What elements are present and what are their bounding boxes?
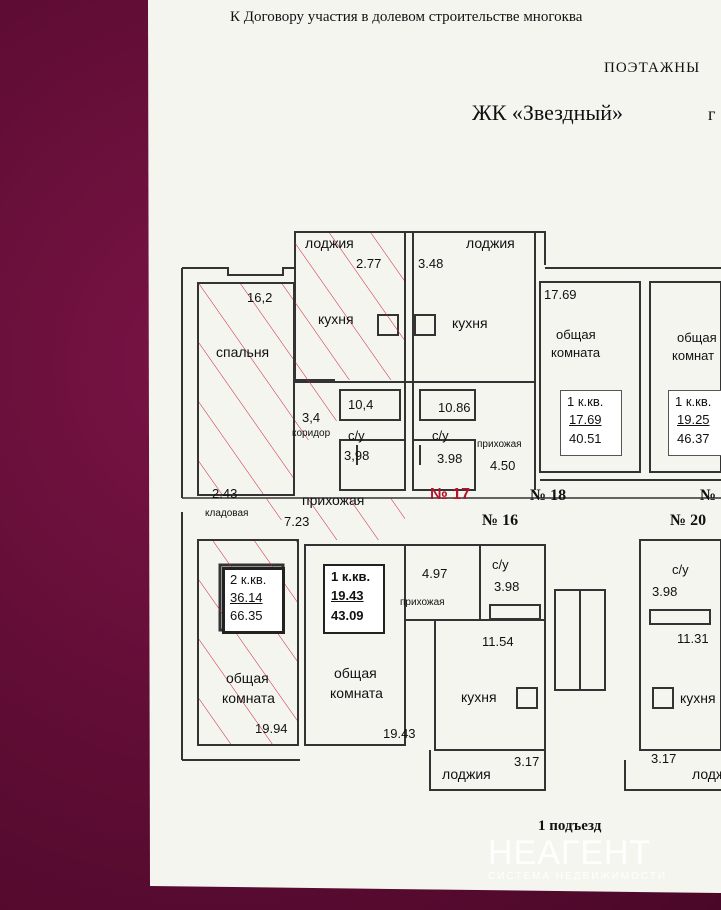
apt-type: 1 к.кв. (331, 569, 371, 584)
brand-watermark: НЕАГЕНТ СИСТЕМА НЕДВИЖИМОСТИ (488, 834, 667, 882)
apt-living: 19.43 (331, 588, 364, 603)
room-label: общая (226, 670, 269, 686)
complex-name: ЖК «Звездный» (472, 100, 624, 125)
apt-living: 17.69 (569, 412, 602, 427)
apt-total: 46.37 (677, 431, 710, 446)
area-value: 3,98 (344, 448, 370, 463)
hall-label: прихожая (400, 597, 445, 608)
complex-suffix: г (708, 104, 716, 124)
apartment-17-box: 1 к.кв. 17.69 40.51 (560, 390, 622, 456)
area-value: 3.17 (651, 751, 677, 766)
apartment-number: № (700, 487, 717, 504)
watermark-brand: НЕАГЕНТ (488, 834, 652, 872)
apt-living: 36.14 (230, 590, 263, 605)
wc-label: с/у (672, 562, 689, 577)
room-label: общая (677, 330, 717, 345)
apt-type: 1 к.кв. (675, 394, 712, 409)
area-value: 3.98 (652, 584, 678, 599)
hall-label: прихожая (302, 492, 365, 508)
storage-label: кладовая (205, 508, 249, 519)
area-value: 19.94 (255, 721, 288, 736)
contract-line: К Договору участия в долевом строительст… (230, 9, 583, 25)
kitchen-label: кухня (452, 315, 488, 331)
area-value: 11.54 (482, 634, 514, 649)
area-value: 19.43 (383, 726, 416, 741)
area-value: 10.86 (438, 400, 471, 415)
area-value: 17.69 (544, 287, 577, 302)
area-value: 3.17 (514, 754, 540, 769)
wc-label: с/у (348, 428, 365, 443)
entrance-label: 1 подъезд (538, 818, 602, 834)
wc-label: с/у (492, 557, 509, 572)
watermark-tagline: СИСТЕМА НЕДВИЖИМОСТИ (488, 871, 668, 882)
apt-total: 66.35 (230, 608, 263, 623)
area-value: 10,4 (348, 397, 374, 412)
apartment-1k-box: 1 к.кв. 19.43 43.09 (323, 564, 385, 634)
kitchen-label: кухня (461, 689, 497, 705)
loggia-label: лоджия (466, 235, 515, 251)
plan-title: ПОЭТАЖНЫ (604, 60, 701, 76)
loggia-label: лоджия (305, 235, 354, 251)
area-value: 11.31 (677, 631, 709, 646)
apartment-number-16: № 16 (482, 512, 519, 529)
apt-type: 2 к.кв. (230, 572, 267, 587)
room-label: общая (556, 327, 596, 342)
hall-label: прихожая (477, 439, 522, 450)
apt-total: 40.51 (569, 431, 602, 446)
apartment-number-20: № 20 (670, 512, 707, 529)
room-label: комната (330, 685, 383, 701)
area-value: 16,2 (247, 290, 273, 305)
loggia-label: лоджия (692, 766, 721, 782)
kitchen-label: кухня (318, 311, 354, 327)
corridor-label: коридор (292, 428, 331, 439)
area-value: 2.77 (356, 256, 382, 271)
apt-living: 19.25 (677, 412, 710, 427)
apt-total: 43.09 (331, 608, 364, 623)
kitchen-label: кухня (680, 690, 716, 706)
area-value: 3.48 (418, 256, 444, 271)
area-value: 3.98 (494, 579, 520, 594)
apartment-number-18: № 18 (530, 487, 567, 504)
loggia-label: лоджия (442, 766, 491, 782)
room-label: общая (334, 665, 377, 681)
area-value: 3,4 (302, 410, 321, 425)
area-value: 3.98 (437, 451, 463, 466)
apt-type: 1 к.кв. (567, 394, 604, 409)
area-value: 4.50 (490, 458, 516, 473)
apartment-2k-box: 2 к.кв. 36.14 66.35 (222, 567, 285, 634)
area-value: 7.23 (284, 514, 310, 529)
bedroom-label: спальня (216, 344, 270, 360)
room-label: комнат (672, 348, 715, 363)
room-label: комната (551, 345, 601, 360)
area-value: 2.43 (212, 486, 238, 501)
wc-label: с/у (432, 428, 449, 443)
apartment-18-box: 1 к.кв. 19.25 46.37 (668, 390, 721, 456)
apartment-number-17: № 17 (430, 486, 471, 503)
room-label: комната (222, 690, 275, 706)
area-value: 4.97 (422, 566, 448, 581)
